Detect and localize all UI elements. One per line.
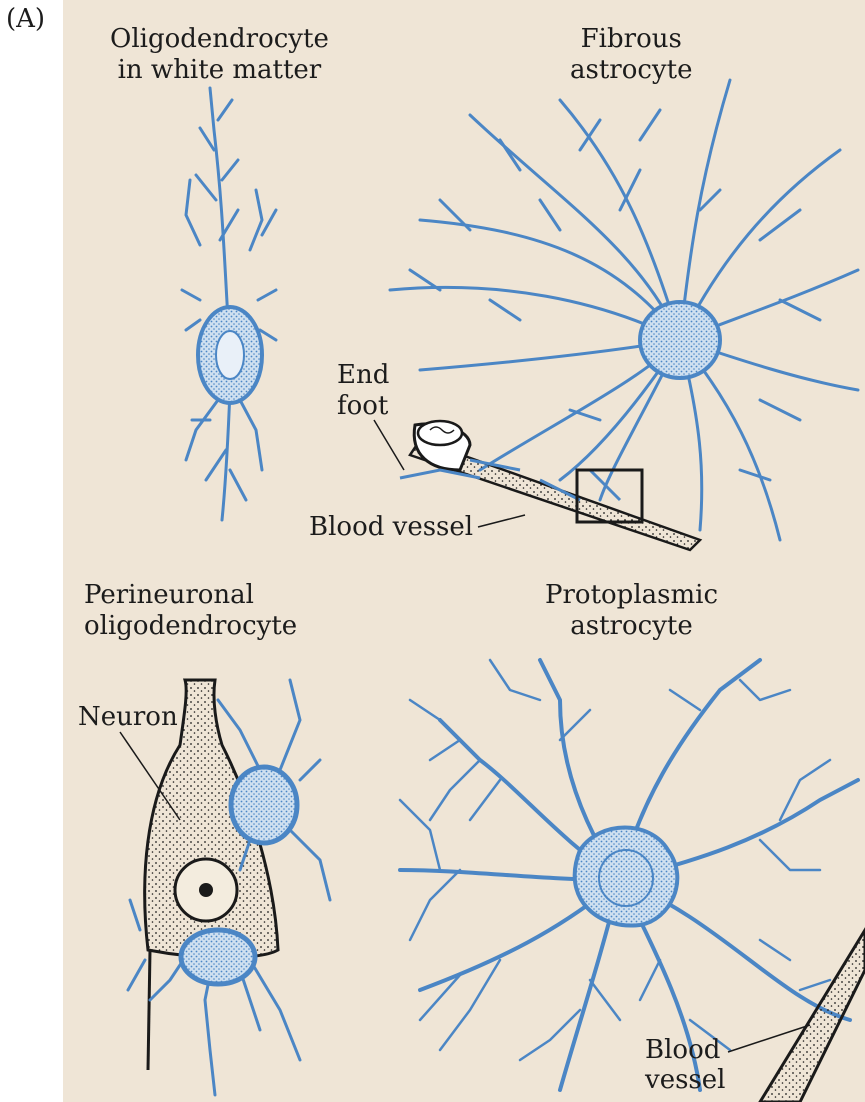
fibrous-astrocyte-line2: astrocyte bbox=[570, 55, 692, 86]
oligodendrocyte-nucleus bbox=[216, 331, 244, 379]
end-foot-line1: End bbox=[337, 360, 389, 391]
protoplasmic-astrocyte-label: Protoplasmic astrocyte bbox=[545, 580, 718, 642]
fibrous-astrocyte-line1: Fibrous bbox=[570, 24, 692, 55]
blood-vessel-bottom-line1: Blood bbox=[645, 1035, 725, 1065]
perineuronal-line1: Perineuronal bbox=[84, 580, 297, 611]
blood-vessel-bottom-label: Blood vessel bbox=[645, 1035, 725, 1095]
end-foot-label: End foot bbox=[337, 360, 389, 422]
perineuronal-label: Perineuronal oligodendrocyte bbox=[84, 580, 297, 642]
fibrous-astrocyte-soma bbox=[640, 302, 720, 378]
perineuronal-oligo-soma-lower bbox=[181, 930, 255, 984]
blood-vessel-top-callout-line bbox=[478, 515, 525, 527]
oligo-white-matter-line1: Oligodendrocyte bbox=[110, 24, 329, 55]
protoplasmic-line1: Protoplasmic bbox=[545, 580, 718, 611]
blood-vessel-bottom-line2: vessel bbox=[645, 1065, 725, 1095]
blood-vessel-bottom bbox=[760, 930, 865, 1102]
panel-letter: (A) bbox=[6, 4, 45, 35]
neuron-label: Neuron bbox=[78, 702, 178, 733]
oligo-white-matter-label: Oligodendrocyte in white matter bbox=[110, 24, 329, 86]
protoplasmic-nucleus bbox=[599, 850, 653, 906]
perineuronal-oligo-soma-upper bbox=[231, 767, 297, 843]
blood-vessel-top-label: Blood vessel bbox=[309, 512, 473, 543]
end-foot-callout-line bbox=[374, 420, 404, 470]
perineuronal-line2: oligodendrocyte bbox=[84, 611, 297, 642]
fibrous-astrocyte-label: Fibrous astrocyte bbox=[570, 24, 692, 86]
oligo-white-matter-line2: in white matter bbox=[110, 55, 329, 86]
neuron bbox=[145, 680, 278, 1070]
end-foot-line2: foot bbox=[337, 391, 389, 422]
oligodendrocyte-white-matter bbox=[182, 88, 276, 520]
protoplasmic-line2: astrocyte bbox=[545, 611, 718, 642]
